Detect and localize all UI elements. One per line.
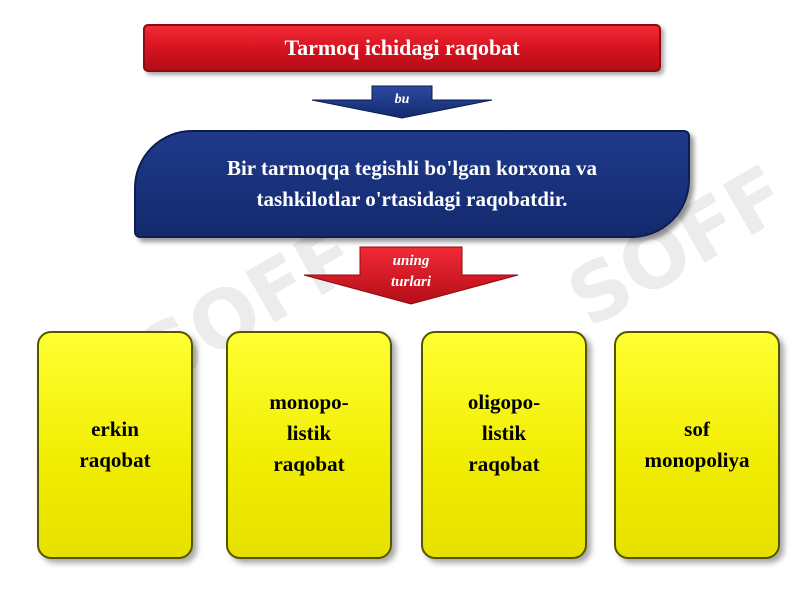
arrow-label-types: uning turlari — [390, 253, 432, 290]
type-card-sof-monopoliya: sof monopoliya — [614, 331, 780, 559]
diagram-title: Tarmoq ichidagi raqobat — [143, 24, 661, 72]
type-card-monopolistik-raqobat: monopo- listik raqobat — [226, 331, 392, 559]
definition-box: Bir tarmoqqa tegishli bo'lgan korxona va… — [134, 130, 690, 238]
arrow-label-bu: bu — [394, 92, 410, 107]
definition-line-2: tashkilotlar o'rtasidagi raqobatdir. — [256, 187, 568, 211]
type-card-erkin-raqobat: erkin raqobat — [37, 331, 193, 559]
type-card-oligopolistik-raqobat: oligopo- listik raqobat — [421, 331, 587, 559]
arrow-down-icon — [303, 246, 519, 305]
definition-line-1: Bir tarmoqqa tegishli bo'lgan korxona va — [226, 156, 598, 180]
arrow-down-icon — [311, 85, 493, 119]
